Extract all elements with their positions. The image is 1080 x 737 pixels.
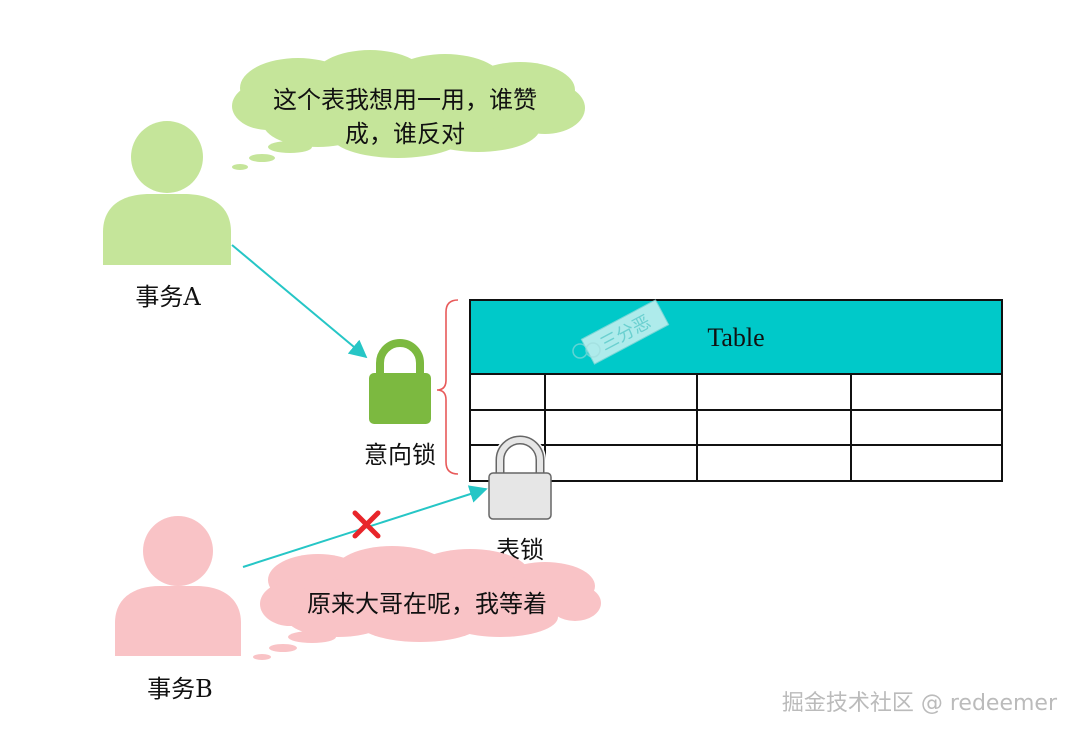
transaction-a-thought-bubble: 这个表我想用一用，谁赞 成，谁反对 [232,50,585,170]
transaction-a-speech-line-1: 这个表我想用一用，谁赞 [273,86,537,114]
transaction-b-thought-bubble: 原来大哥在呢，我等着 [253,546,601,660]
transaction-a-speech-line-2: 成，谁反对 [345,120,465,148]
table-grid-lines [470,374,1002,481]
table-brace [436,299,459,475]
transaction-b-person-icon [115,516,241,656]
table: Table [469,299,1003,482]
blocked-x-icon [352,510,381,539]
stamp-logo-icon [572,342,601,359]
table-title: Table [707,323,764,352]
transaction-b-speech: 原来大哥在呢，我等着 [307,590,547,618]
intention-lock-label: 意向锁 [364,441,436,469]
table-header [469,299,1003,375]
table-body [469,373,1003,482]
transaction-a-arrow [231,244,368,359]
transaction-a-person-icon [103,121,231,265]
table-lock-icon [488,434,552,520]
intention-lock-icon [369,339,431,424]
transaction-a-label: 事务A [135,283,201,311]
transaction-b-label: 事务B [147,675,213,703]
watermark-text: 掘金技术社区 @ redeemer [782,691,1058,716]
